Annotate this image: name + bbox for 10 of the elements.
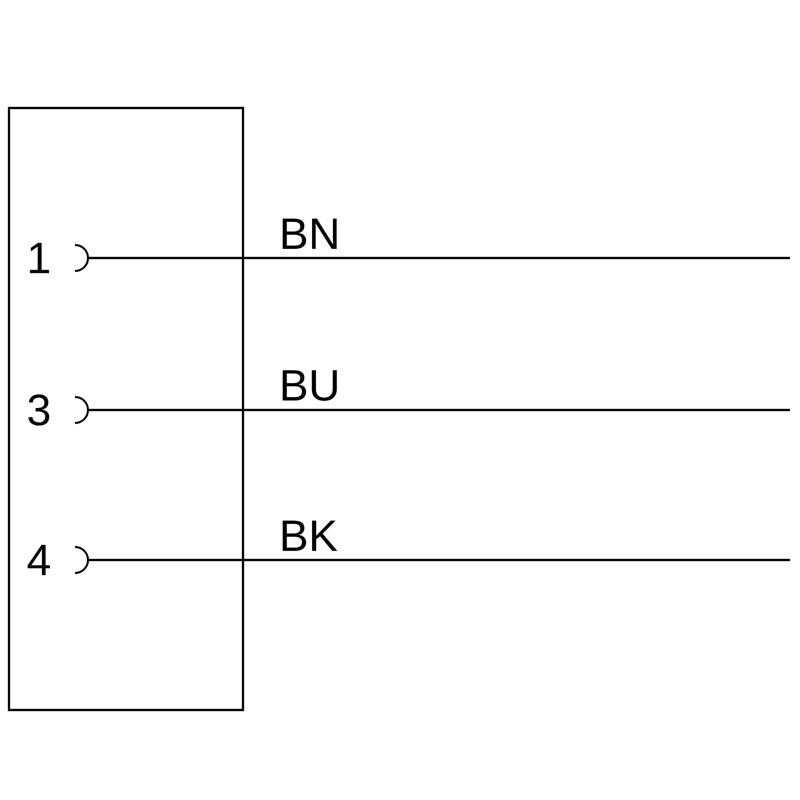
pin-number: 3	[28, 394, 50, 426]
wire-line	[88, 408, 790, 412]
connector-box	[8, 106, 244, 712]
wire-line	[88, 558, 790, 562]
wire-color-label: BN	[282, 218, 337, 249]
wire-color-label: BU	[282, 370, 337, 401]
wire-color-label: BK	[282, 520, 338, 551]
wire-line	[88, 256, 790, 260]
pin-number: 1	[30, 242, 49, 274]
pin-number: 4	[28, 544, 50, 576]
